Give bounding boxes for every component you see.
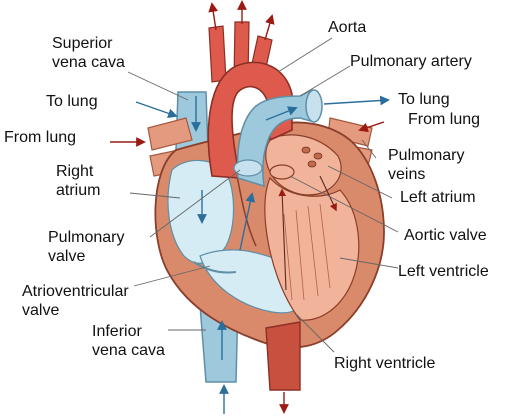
label-right-atrium: Right atrium — [56, 163, 101, 199]
muscle-striations — [283, 203, 331, 301]
label-to-lung-left: To lung — [46, 93, 98, 110]
leader-lines — [127, 37, 399, 353]
label-aortic-valve: Aortic valve — [404, 227, 487, 244]
red-flow-arrows — [110, 0, 385, 414]
pulmonary-vein-openings — [301, 146, 323, 168]
label-from-lung-right: From lung — [408, 111, 481, 128]
label-pulmonary-veins: Pulmonary veins — [388, 147, 465, 183]
aorta-arch — [207, 61, 293, 179]
pulmonary-artery-opening — [305, 89, 323, 123]
label-superior-vena-cava: Superior vena cava — [52, 35, 125, 71]
label-aorta: Aorta — [328, 19, 367, 36]
label-atrioventricular-valve: Atrioventricular valve — [22, 283, 129, 319]
blue-flow-arrows — [135, 95, 390, 414]
label-pulmonary-artery: Pulmonary artery — [350, 53, 472, 70]
aortic-valve-shape — [269, 164, 295, 180]
label-left-atrium: Left atrium — [400, 189, 476, 206]
label-inferior-vena-cava: Inferior vena cava — [92, 323, 165, 359]
internal-flow-arrows — [278, 175, 337, 291]
pulmonary-valve-shape — [233, 159, 263, 177]
label-pulmonary-valve: Pulmonary valve — [48, 229, 125, 265]
label-to-lung-right: To lung — [398, 91, 450, 108]
label-from-lung-left: From lung — [4, 129, 77, 146]
label-left-ventricle: Left ventricle — [398, 263, 489, 280]
atrioventricular-valve-shape — [193, 261, 237, 274]
label-right-ventricle: Right ventricle — [334, 355, 436, 372]
descending-aorta — [265, 321, 301, 391]
left-ventricle-chamber — [264, 176, 360, 321]
